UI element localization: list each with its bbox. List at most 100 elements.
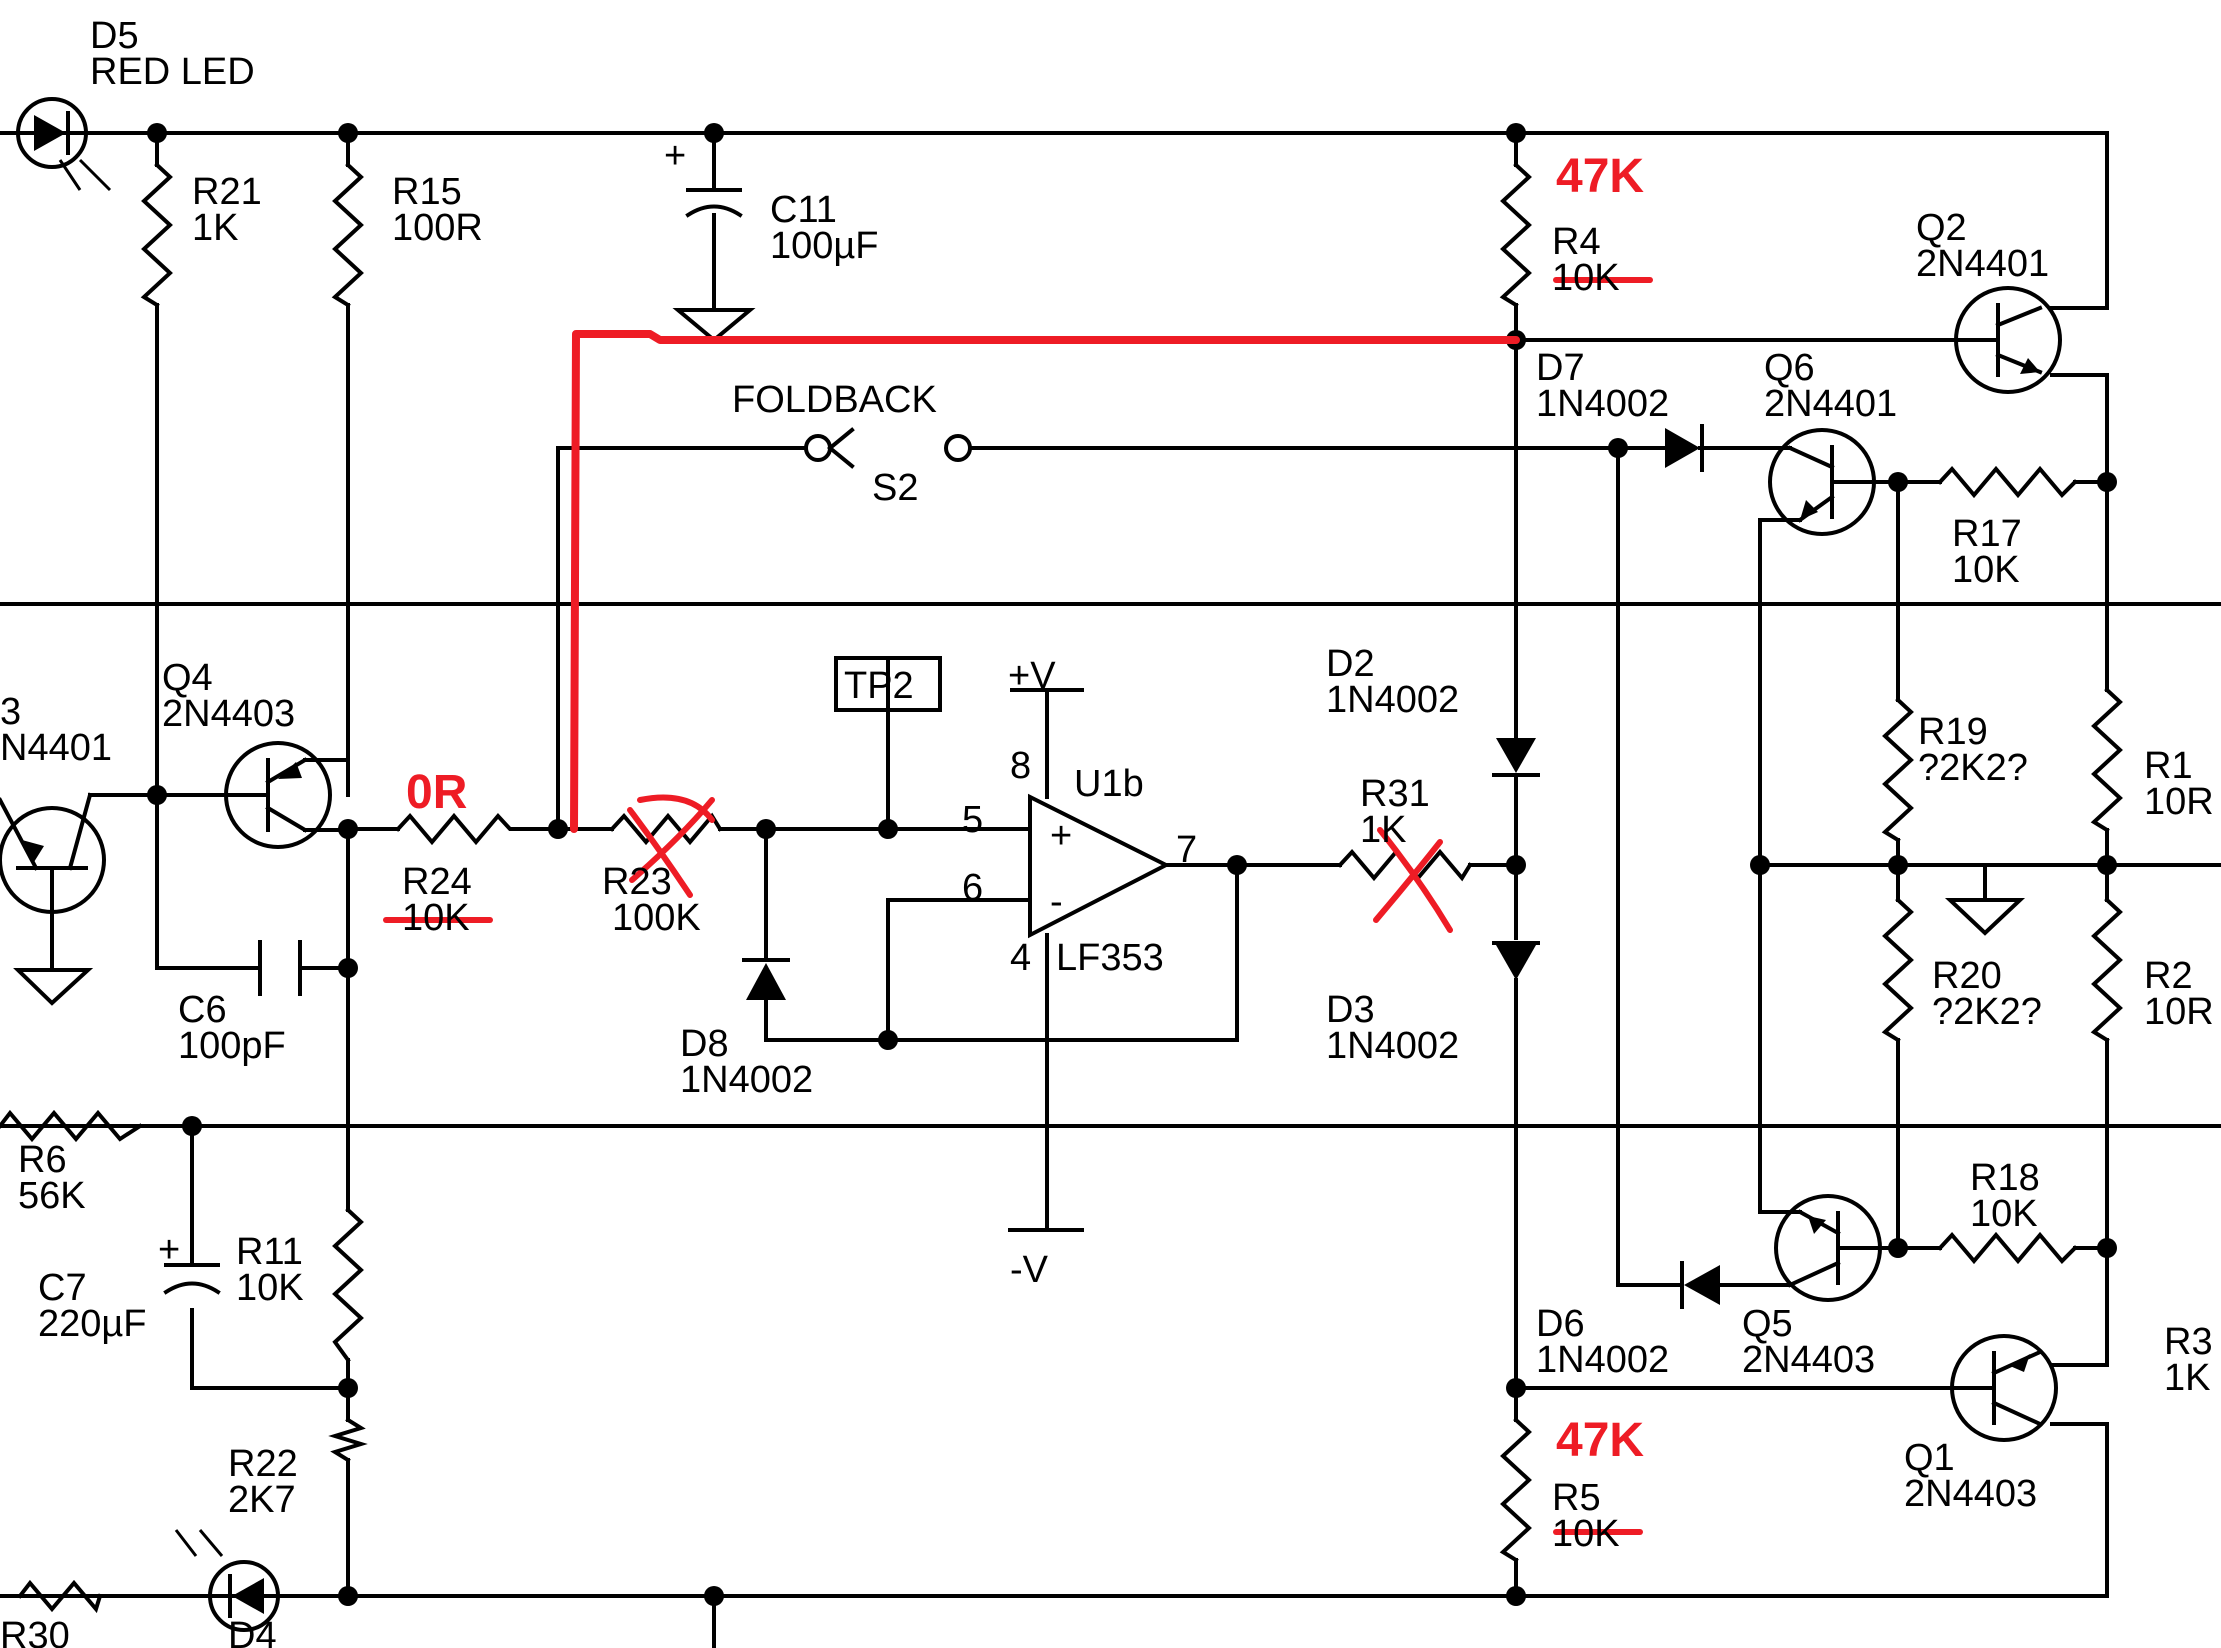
d6-val: 1N4002 <box>1536 1339 1669 1381</box>
q5-transistor <box>1774 1194 1882 1302</box>
r6-ref: R6 <box>18 1139 67 1181</box>
component-labels: D5 RED LED R21 1K R15 100R + C11 100µF R… <box>0 15 2214 1648</box>
r18-resistor <box>1937 1231 2078 1265</box>
r6-resistor <box>0 1109 143 1143</box>
r21-resistor <box>140 162 173 308</box>
s2-switch <box>804 427 972 469</box>
d3-ref: D3 <box>1326 989 1375 1031</box>
r3-val: 1K <box>2164 1357 2210 1399</box>
r11-val: 10K <box>236 1267 304 1309</box>
grounds <box>13 308 2026 1006</box>
r23-resistor <box>609 812 723 846</box>
pin4-label: 4 <box>1010 937 1031 979</box>
r5-val: 10K <box>1552 1513 1620 1555</box>
r22-val: 2K7 <box>228 1479 296 1521</box>
r19-resistor <box>1881 697 1914 843</box>
r4-new-value: 47K <box>1556 150 1644 203</box>
c11-ref: C11 <box>770 189 837 231</box>
r20-ref: R20 <box>1932 955 2002 997</box>
r4-val: 10K <box>1552 257 1620 299</box>
q4-val: 2N4403 <box>162 693 295 735</box>
q6-transistor <box>1768 428 1876 536</box>
r3-ref: R3 <box>2164 1321 2213 1363</box>
u1b-label: U1b <box>1074 763 1144 805</box>
d5-val: RED LED <box>90 51 255 93</box>
c11-val: 100µF <box>770 225 879 267</box>
r22-ref: R22 <box>228 1443 298 1485</box>
d2-val: 1N4002 <box>1326 679 1459 721</box>
r21-val: 1K <box>192 207 238 249</box>
d5-led <box>16 97 112 192</box>
q6-ref: Q6 <box>1764 347 1815 389</box>
c6-val: 100pF <box>178 1025 286 1067</box>
d6-ref: D6 <box>1536 1303 1585 1345</box>
c-plus-c11: + <box>664 135 686 177</box>
d2-ref: D2 <box>1326 643 1375 685</box>
r20-resistor <box>1881 897 1914 1043</box>
r15-val: 100R <box>392 207 483 249</box>
junctions <box>147 123 2117 1606</box>
r31-ref: R31 <box>1360 773 1430 815</box>
r5-new-value: 47K <box>1556 1414 1644 1467</box>
minus-v-label: -V <box>1010 1249 1049 1291</box>
r24-ref: R24 <box>402 861 472 903</box>
r20-val: ?2K2? <box>1932 991 2042 1033</box>
r17-val: 10K <box>1952 549 2020 591</box>
r19-ground <box>1944 898 2026 936</box>
op-minus: - <box>1050 881 1063 923</box>
transistors <box>0 286 2062 1442</box>
c-plus-c7: + <box>158 1229 180 1271</box>
r19-ref: R19 <box>1918 711 1988 753</box>
r1-resistor <box>2090 687 2123 833</box>
d7-diode <box>1665 424 1792 472</box>
d3-diode <box>1492 941 1540 980</box>
q3-ground <box>13 968 94 1006</box>
d7-val: 1N4002 <box>1536 383 1669 425</box>
foldback-label: FOLDBACK <box>732 379 937 421</box>
r22-resistor <box>328 1417 368 1463</box>
q2-val: 2N4401 <box>1916 243 2049 285</box>
r23-cross <box>627 794 715 898</box>
r23-ref: R23 <box>602 861 672 903</box>
r1-val: 10R <box>2144 781 2214 823</box>
r5-ref: R5 <box>1552 1477 1601 1519</box>
r31-val: 1K <box>1360 809 1406 851</box>
pin6-label: 6 <box>962 867 983 909</box>
c6-ref: C6 <box>178 989 227 1031</box>
r30-resistor <box>17 1579 103 1614</box>
d4-led <box>174 1529 280 1632</box>
r24-resistor <box>395 812 522 846</box>
r1-ref: R1 <box>2144 745 2193 787</box>
r11-resistor <box>332 1207 364 1363</box>
r31-cross <box>1373 827 1453 933</box>
lf353-label: LF353 <box>1056 937 1164 979</box>
diodes <box>16 97 1792 1632</box>
plus-v-label: +V <box>1008 655 1056 697</box>
q1-ref: Q1 <box>1904 1437 1955 1479</box>
resistors <box>0 162 2123 1614</box>
r23-val: 100K <box>612 897 701 939</box>
r24-val: 10K <box>402 897 470 939</box>
r21-ref: R21 <box>192 171 262 213</box>
d8-diode <box>742 958 790 1000</box>
c7-ref: C7 <box>38 1267 87 1309</box>
r11-ref: R11 <box>236 1231 303 1273</box>
q3-transistor <box>0 792 106 914</box>
red-annotations: 47K 47K 0R <box>406 150 1644 1467</box>
r18-val: 10K <box>1970 1193 2038 1235</box>
capacitors <box>163 188 743 1295</box>
q1-transistor <box>1950 1334 2058 1442</box>
d7-ref: D7 <box>1536 347 1585 389</box>
q2-transistor <box>1953 286 2062 394</box>
s2-ref: S2 <box>872 467 918 509</box>
q2-ref: Q2 <box>1916 207 1967 249</box>
d4-ref: D4 <box>228 1615 277 1648</box>
r6-val: 56K <box>18 1175 86 1217</box>
d2-diode <box>1492 738 1540 777</box>
r2-resistor <box>2090 897 2123 1043</box>
r4-resistor <box>1499 162 1532 308</box>
pin8-label: 8 <box>1010 745 1031 787</box>
op-plus: + <box>1050 815 1072 857</box>
r15-resistor <box>331 162 364 308</box>
